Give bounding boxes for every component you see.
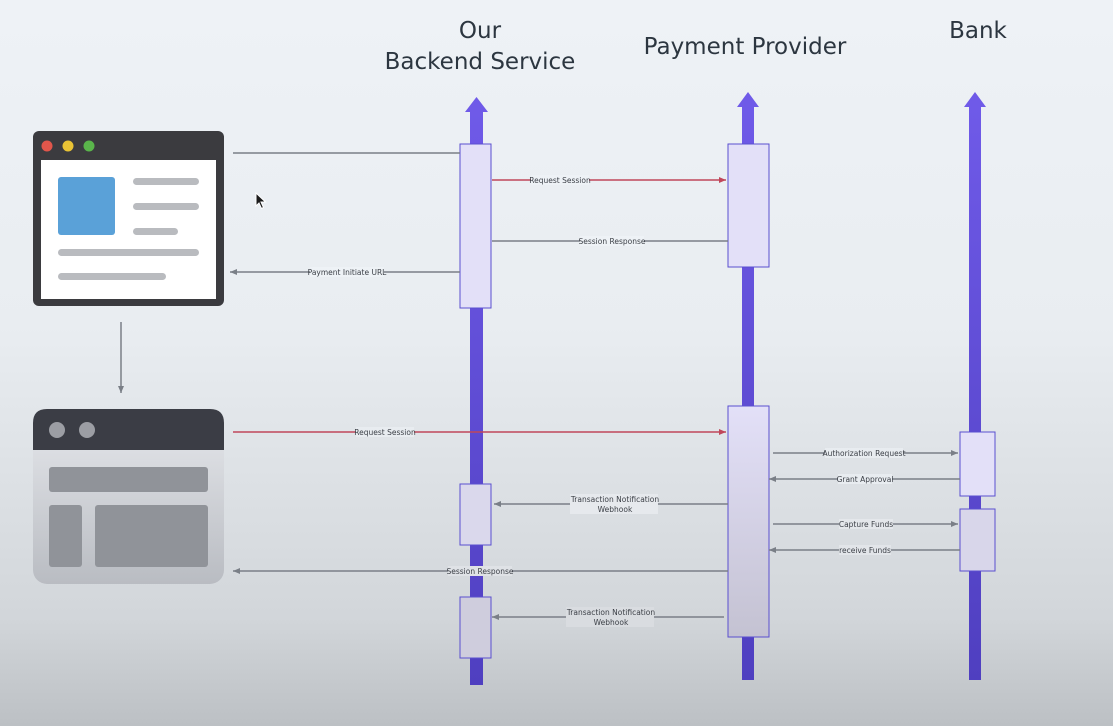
message-label: Payment Initiate URL xyxy=(308,268,388,277)
message-label: Request Session xyxy=(529,176,591,185)
participant-backend-title-line2: Backend Service xyxy=(384,49,576,75)
activation-backend-2 xyxy=(459,483,492,546)
message-grant-approval: Grant Approval xyxy=(769,474,960,484)
message-session-response-1: Session Response xyxy=(492,236,728,246)
message-label: Webhook xyxy=(598,505,633,514)
message-label: Session Response xyxy=(446,567,513,576)
activation-bank-1 xyxy=(959,431,996,497)
message-label: Webhook xyxy=(594,618,629,627)
message-label: Grant Approval xyxy=(837,475,894,484)
message-session-response-2: Session Response xyxy=(233,566,728,576)
message-label: Transaction Notification xyxy=(566,608,656,617)
payment-page-window-icon xyxy=(33,409,224,584)
message-label: Request Session xyxy=(354,428,416,437)
mouse-cursor-icon xyxy=(255,191,267,214)
message-transaction-notification-2: Transaction Notification Webhook xyxy=(492,607,724,627)
participant-provider-title: Payment Provider xyxy=(643,34,847,60)
activation-bank-2 xyxy=(959,508,996,572)
message-request-session-2: Request Session xyxy=(233,427,726,437)
browser-window-icon xyxy=(33,131,224,306)
lifeline-bank xyxy=(964,92,986,680)
message-label: Capture Funds xyxy=(839,520,893,529)
message-label: Transaction Notification xyxy=(570,495,660,504)
activation-provider-2 xyxy=(727,405,770,638)
activation-backend-3 xyxy=(459,596,492,659)
message-label: Session Response xyxy=(578,237,645,246)
activation-provider-1 xyxy=(727,143,770,268)
message-label: Authorization Request xyxy=(822,449,905,458)
message-capture-funds: Capture Funds xyxy=(773,519,958,529)
message-transaction-notification-1: Transaction Notification Webhook xyxy=(494,494,728,514)
participant-bank-title: Bank xyxy=(949,18,1007,44)
participant-backend-title: Our Backend Service xyxy=(380,16,580,78)
message-payment-initiate-url: Payment Initiate URL xyxy=(230,267,460,277)
message-request-session-1: Request Session xyxy=(492,175,726,185)
message-label: receive Funds xyxy=(839,546,891,555)
message-authorization-request: Authorization Request xyxy=(773,448,958,458)
participant-backend-title-line1: Our xyxy=(458,18,502,44)
activation-backend-1 xyxy=(459,143,492,309)
message-receive-funds: receive Funds xyxy=(769,545,960,555)
